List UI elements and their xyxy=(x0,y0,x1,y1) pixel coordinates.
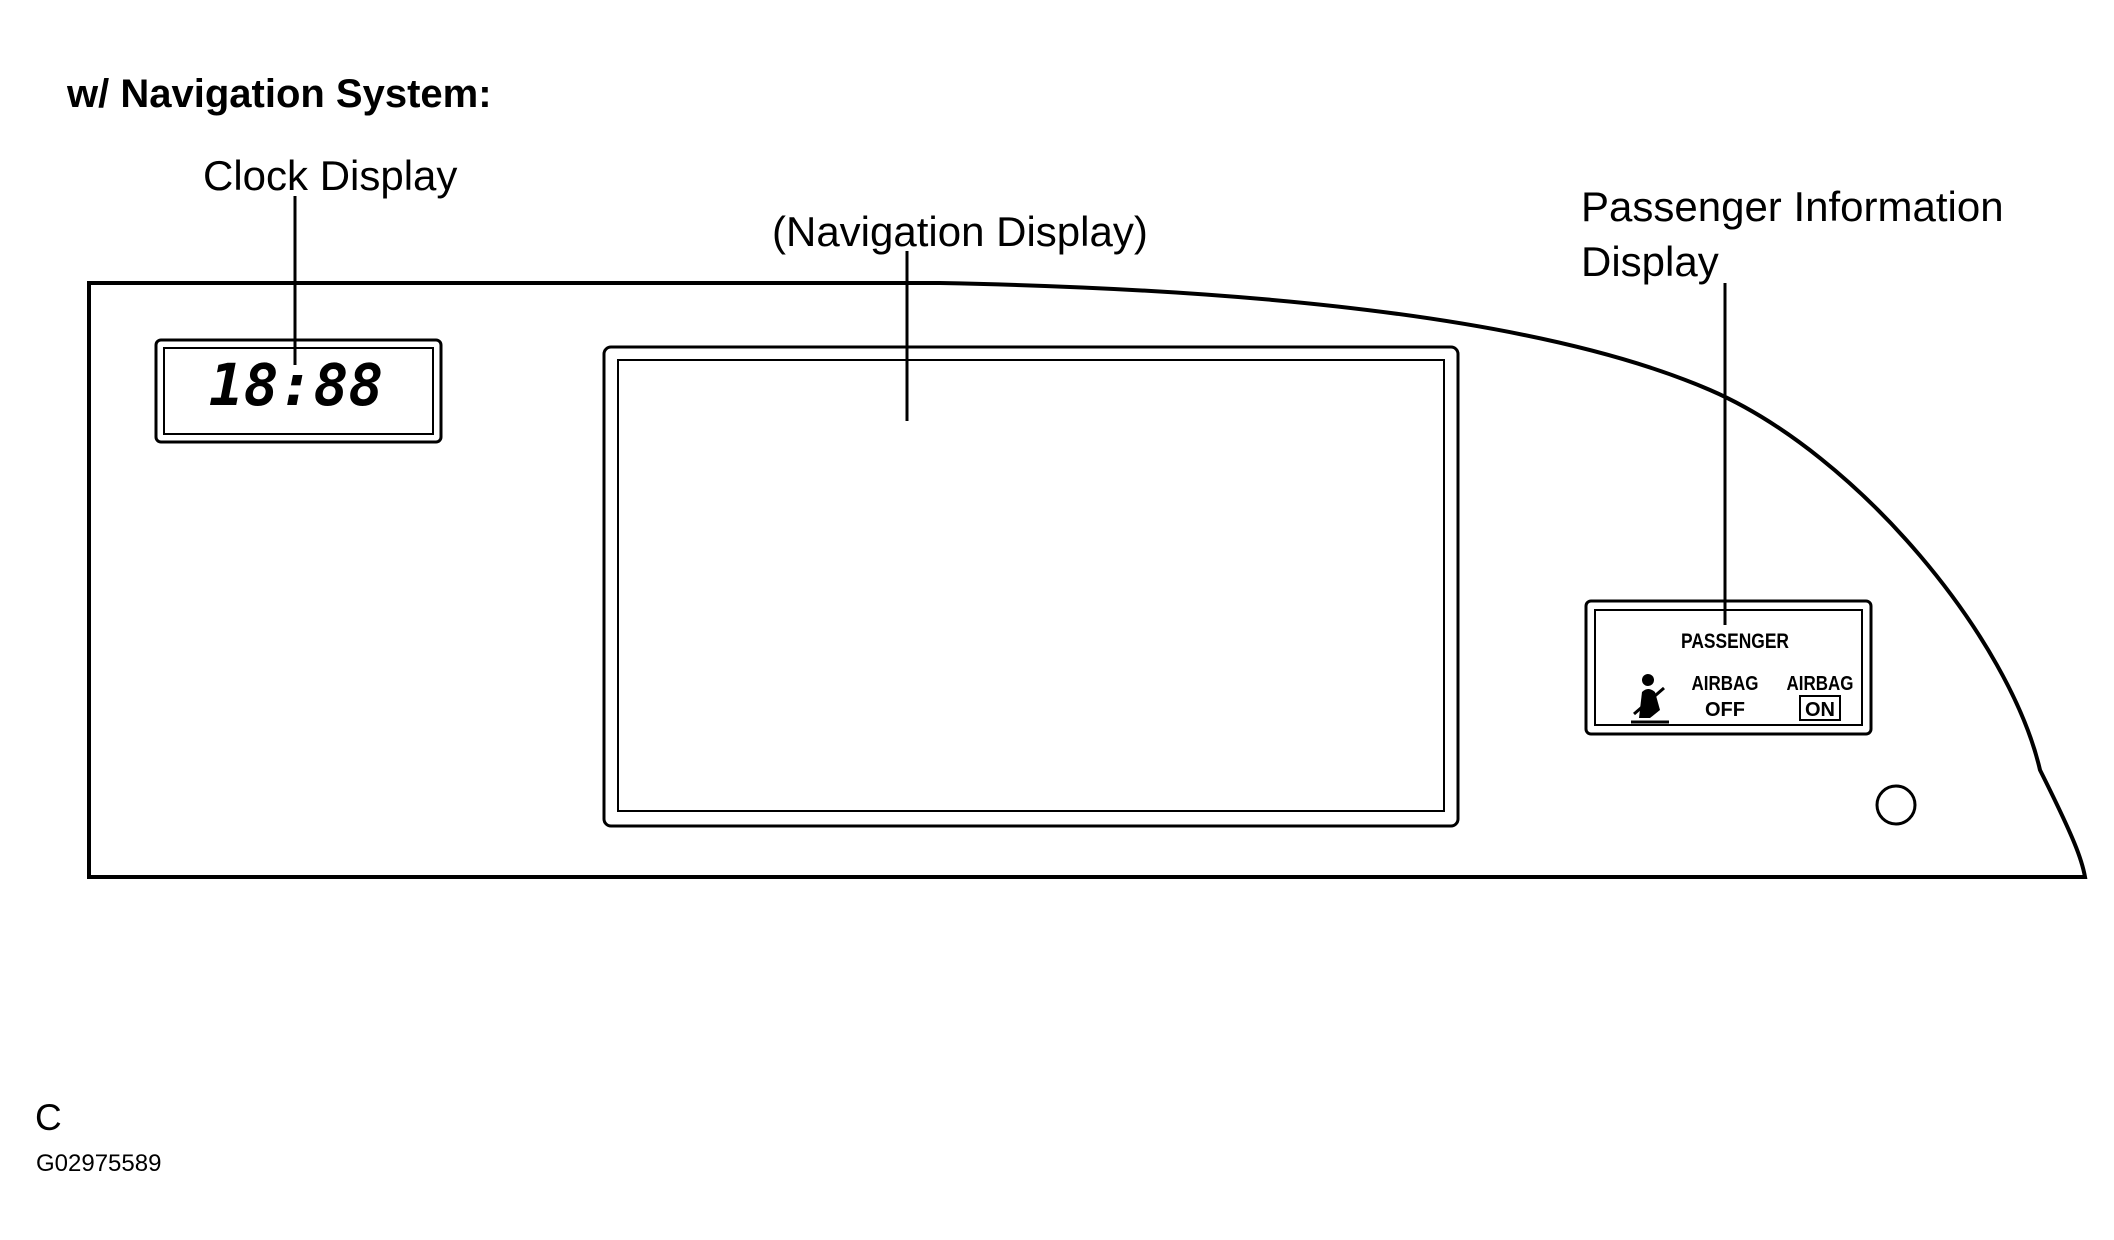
navigation-display-outer-frame xyxy=(602,345,1460,828)
passenger-info-callout-line2: Display xyxy=(1581,238,1719,285)
airbag-on-indicator-box xyxy=(1799,695,1841,721)
passenger-information-display: PASSENGER AIRBAG OFF AIRBAG ON xyxy=(1584,599,1873,736)
navigation-display-inner-frame xyxy=(617,359,1445,812)
navigation-display xyxy=(602,345,1460,828)
dashboard-panel-outline xyxy=(87,281,2088,879)
diagram-heading: w/ Navigation System: xyxy=(67,72,492,116)
navigation-display-callout: (Navigation Display) xyxy=(772,208,1148,255)
airbag-on-line1: AIRBAG xyxy=(1787,673,1854,695)
panel-hole xyxy=(1875,784,1917,826)
passenger-title: PASSENGER xyxy=(1681,630,1789,653)
airbag-off-line1: AIRBAG xyxy=(1692,673,1759,695)
clock-display-callout: Clock Display xyxy=(203,152,458,199)
clock-display-outer-frame xyxy=(154,338,443,444)
corner-letter: C xyxy=(35,1097,62,1138)
clock-display: 18:88 xyxy=(154,338,443,444)
passenger-info-inner-frame xyxy=(1594,609,1863,726)
clock-display-inner-frame xyxy=(163,347,434,435)
passenger-info-callout-line1: Passenger Information xyxy=(1581,183,2004,230)
airbag-on-line2: ON xyxy=(1805,699,1835,721)
figure-id: G02975589 xyxy=(36,1150,162,1177)
airbag-off-line2: OFF xyxy=(1705,699,1745,721)
seatbelt-warning-icon xyxy=(1631,674,1669,724)
